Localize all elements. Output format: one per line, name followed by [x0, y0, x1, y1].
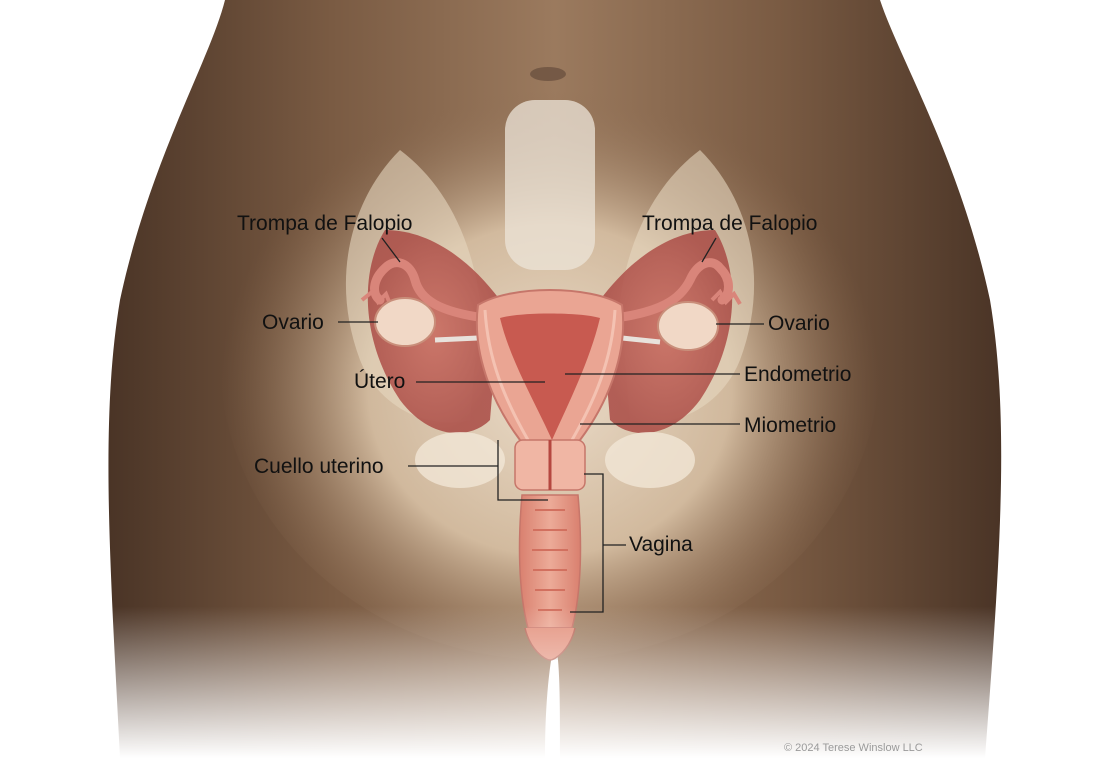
leader-fallopian-right	[701, 237, 717, 263]
label-myometrium: Miometrio	[744, 414, 837, 437]
label-fallopian-tube-left: Trompa de Falopio	[237, 212, 413, 235]
label-endometrium: Endometrio	[744, 363, 852, 386]
label-cervix: Cuello uterino	[254, 455, 384, 478]
vagina-bracket	[570, 473, 604, 613]
cervix-bracket	[497, 440, 548, 501]
label-uterus: Útero	[354, 370, 406, 393]
leader-fallopian-left	[381, 237, 401, 263]
label-vagina: Vagina	[629, 533, 693, 556]
label-ovary-left: Ovario	[262, 311, 324, 334]
leader-lines	[338, 237, 764, 613]
label-fallopian-tube-right: Trompa de Falopio	[642, 212, 818, 235]
label-ovary-right: Ovario	[768, 312, 830, 335]
copyright-notice: © 2024 Terese Winslow LLC	[784, 742, 923, 754]
